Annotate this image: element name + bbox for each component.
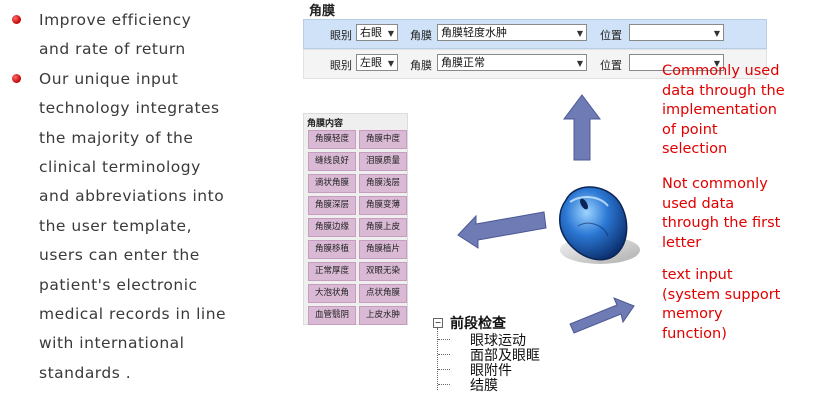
- cornea-form-title: 角膜: [309, 4, 336, 19]
- position-label: 位置: [600, 29, 622, 42]
- tree-connector: [438, 384, 450, 385]
- red-dot-icon: [12, 15, 21, 24]
- eye-label: 眼别: [330, 29, 352, 42]
- eye-select[interactable]: 右眼▼: [356, 24, 398, 41]
- panel-title: 角膜内容: [307, 119, 344, 129]
- dropdown-arrow-icon: ▼: [387, 59, 394, 68]
- tree-connector: [438, 369, 450, 370]
- tree-item[interactable]: 眼附件: [470, 363, 512, 379]
- term-chip[interactable]: 大泡状角: [308, 284, 356, 303]
- term-chip[interactable]: 正常厚度: [308, 262, 356, 281]
- cornea-content-panel: 角膜内容 角膜轻度角膜中度缝线良好泪膜质量滴状角膜角膜浅层角膜深层角膜变薄角膜边…: [303, 113, 408, 325]
- tree-connector: [438, 354, 450, 355]
- tree-connector: [438, 339, 450, 340]
- position-select[interactable]: ▼: [629, 54, 724, 71]
- term-chip[interactable]: 角膜轻度: [308, 130, 356, 149]
- tree-item[interactable]: 面部及眼眶: [470, 348, 540, 364]
- term-chip[interactable]: 双眼无染: [359, 262, 407, 281]
- computer-mouse-icon: [559, 186, 640, 264]
- bullet-text: Improve efficiency and rate of return: [39, 11, 192, 59]
- eye-select[interactable]: 左眼▼: [356, 54, 398, 71]
- cornea-label: 角膜: [410, 59, 432, 72]
- red-dot-icon: [12, 73, 21, 83]
- term-chip[interactable]: 角膜浅层: [359, 174, 407, 193]
- term-chip[interactable]: 角膜移植: [308, 240, 356, 259]
- tree-connector: [437, 328, 438, 390]
- term-chip[interactable]: 缝线良好: [308, 152, 356, 171]
- eye-label: 眼别: [330, 59, 352, 72]
- up-arrow-icon: [563, 94, 601, 161]
- annotation-first-letter: Not commonly used data through the first…: [662, 176, 781, 251]
- dropdown-arrow-icon: ▼: [576, 59, 583, 68]
- term-chip[interactable]: 角膜中度: [359, 130, 407, 149]
- term-chip[interactable]: 血管翳阴: [308, 306, 356, 325]
- collapse-icon[interactable]: −: [433, 318, 443, 328]
- term-chip[interactable]: 上皮水肿: [359, 306, 407, 325]
- term-chip[interactable]: 角膜变薄: [359, 196, 407, 215]
- cornea-form-row-2: 眼别 左眼▼ 角膜 角膜正常▼ 位置 ▼: [303, 49, 767, 79]
- left-arrow-icon: [457, 211, 547, 249]
- cornea-select[interactable]: 角膜正常▼: [437, 54, 587, 71]
- bullet-text: Our unique input technology integrates t…: [39, 69, 227, 382]
- tree-item[interactable]: 结膜: [470, 378, 498, 394]
- term-chip[interactable]: 角膜深层: [308, 196, 356, 215]
- dropdown-arrow-icon: ▼: [713, 29, 720, 38]
- cornea-label: 角膜: [410, 29, 432, 42]
- term-chip[interactable]: 滴状角膜: [308, 174, 356, 193]
- bullet-item: Improve efficiency and rate of return: [12, 6, 262, 65]
- position-select[interactable]: ▼: [629, 24, 724, 41]
- annotation-point-selection: Commonly used data through the implement…: [662, 63, 785, 157]
- tree-root-label[interactable]: 前段检查: [450, 316, 506, 332]
- cornea-select[interactable]: 角膜轻度水肿▼: [437, 24, 587, 41]
- term-chip[interactable]: 点状角膜: [359, 284, 407, 303]
- tree-item[interactable]: 眼球运动: [470, 333, 526, 349]
- term-chip[interactable]: 角膜植片: [359, 240, 407, 259]
- dropdown-arrow-icon: ▼: [713, 59, 720, 68]
- term-chip[interactable]: 泪膜质量: [359, 152, 407, 171]
- bullet-item: Our unique input technology integrates t…: [12, 65, 262, 388]
- cornea-form-row-1: 眼别 右眼▼ 角膜 角膜轻度水肿▼ 位置 ▼: [303, 19, 767, 49]
- term-chip[interactable]: 角膜边缘: [308, 218, 356, 237]
- term-chip[interactable]: 角膜上皮: [359, 218, 407, 237]
- dropdown-arrow-icon: ▼: [387, 29, 394, 38]
- dropdown-arrow-icon: ▼: [576, 29, 583, 38]
- position-label: 位置: [600, 59, 622, 72]
- annotation-text-input: text input (system support memory functi…: [662, 267, 781, 342]
- up-right-arrow-icon: [569, 297, 635, 334]
- bullet-list: Improve efficiency and rate of return Ou…: [12, 6, 262, 388]
